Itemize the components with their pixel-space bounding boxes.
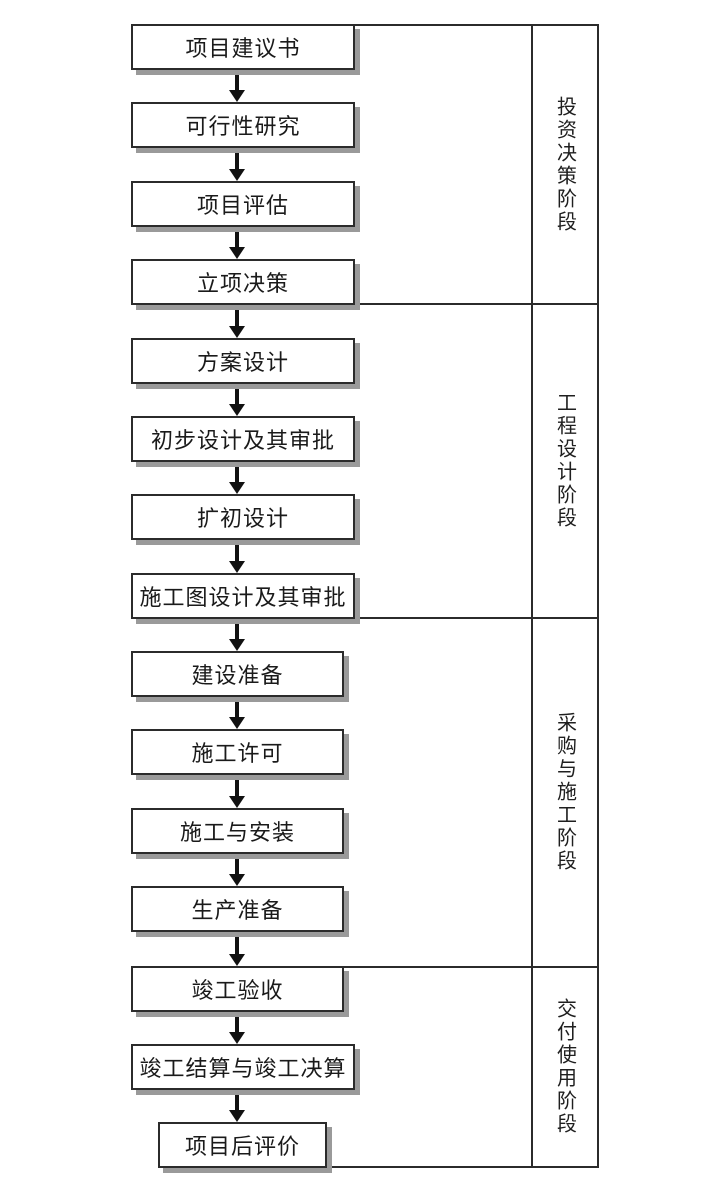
down-arrow-6 <box>229 462 245 494</box>
down-arrow-13 <box>229 1012 245 1044</box>
phase-delivery-use: 交付使用阶段 <box>553 998 576 1136</box>
phase-top-line <box>355 24 599 26</box>
step-scheme-design: 方案设计 <box>131 338 355 384</box>
down-arrow-7 <box>229 540 245 573</box>
arrow-head-icon <box>229 639 245 651</box>
step-completion-acceptance: 竣工验收 <box>131 966 344 1012</box>
down-arrow-3 <box>229 227 245 259</box>
down-arrow-12 <box>229 932 245 966</box>
down-arrow-11 <box>229 854 245 886</box>
step-preliminary-design-and-approval: 初步设计及其审批 <box>131 416 355 462</box>
down-arrow-2 <box>229 148 245 181</box>
step-construction-preparation: 建设准备 <box>131 651 344 697</box>
arrow-stem <box>235 540 239 561</box>
arrow-head-icon <box>229 874 245 886</box>
down-arrow-1 <box>229 70 245 102</box>
phase-engineering-design: 工程设计阶段 <box>553 392 576 530</box>
step-project-proposal: 项目建议书 <box>131 24 355 70</box>
step-completion-settlement-final-accounts: 竣工结算与竣工决算 <box>131 1044 355 1090</box>
step-post-project-evaluation: 项目后评价 <box>158 1122 327 1168</box>
arrow-stem <box>235 384 239 404</box>
down-arrow-5 <box>229 384 245 416</box>
step-construction-and-installation: 施工与安装 <box>131 808 344 854</box>
arrow-head-icon <box>229 169 245 181</box>
arrow-stem <box>235 227 239 247</box>
phase-divider-line-3 <box>344 966 599 968</box>
phase-bottom-line <box>327 1166 599 1168</box>
step-feasibility-study: 可行性研究 <box>131 102 355 148</box>
step-project-approval-decision: 立项决策 <box>131 259 355 305</box>
arrow-stem <box>235 148 239 169</box>
arrow-head-icon <box>229 326 245 338</box>
arrow-stem <box>235 697 239 717</box>
phase-column-right-line <box>597 24 599 1168</box>
phase-procurement-construction: 采购与施工阶段 <box>553 712 576 873</box>
arrow-head-icon <box>229 1110 245 1122</box>
arrow-head-icon <box>229 247 245 259</box>
arrow-head-icon <box>229 954 245 966</box>
phase-divider-line-2 <box>355 617 599 619</box>
arrow-stem <box>235 462 239 482</box>
arrow-stem <box>235 619 239 639</box>
arrow-head-icon <box>229 796 245 808</box>
step-production-preparation: 生产准备 <box>131 886 344 932</box>
down-arrow-8 <box>229 619 245 651</box>
step-project-evaluation: 项目评估 <box>131 181 355 227</box>
step-expanded-preliminary-design: 扩初设计 <box>131 494 355 540</box>
arrow-stem <box>235 775 239 796</box>
arrow-head-icon <box>229 561 245 573</box>
arrow-stem <box>235 1090 239 1110</box>
step-construction-drawing-design-approval: 施工图设计及其审批 <box>131 573 355 619</box>
arrow-stem <box>235 854 239 874</box>
arrow-head-icon <box>229 404 245 416</box>
arrow-stem <box>235 305 239 326</box>
arrow-head-icon <box>229 717 245 729</box>
phase-column-left-line <box>531 24 533 1168</box>
arrow-stem <box>235 70 239 90</box>
phase-investment-decision: 投资决策阶段 <box>553 95 576 234</box>
arrow-stem <box>235 932 239 954</box>
down-arrow-9 <box>229 697 245 729</box>
arrow-head-icon <box>229 1032 245 1044</box>
arrow-head-icon <box>229 90 245 102</box>
arrow-head-icon <box>229 482 245 494</box>
step-construction-permit: 施工许可 <box>131 729 344 775</box>
down-arrow-10 <box>229 775 245 808</box>
down-arrow-4 <box>229 305 245 338</box>
down-arrow-14 <box>229 1090 245 1122</box>
arrow-stem <box>235 1012 239 1032</box>
phase-divider-line-1 <box>355 303 599 305</box>
